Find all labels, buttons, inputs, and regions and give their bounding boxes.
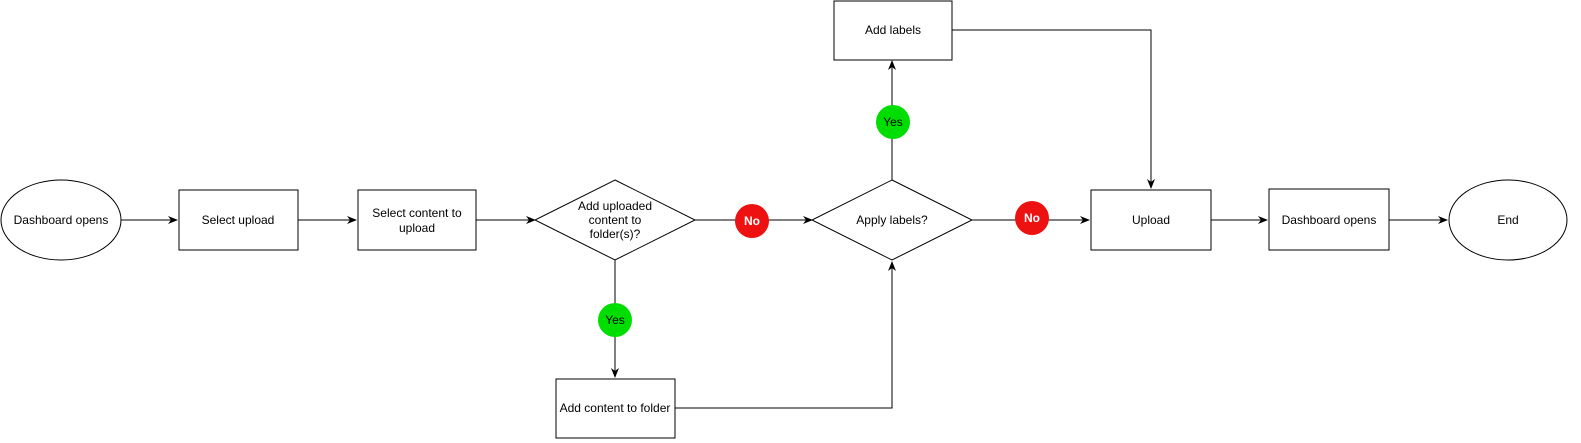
edge-add-content-folder-to-labels-decision: [675, 261, 896, 409]
node-select-upload: Select upload: [178, 189, 299, 251]
decision-labels-label: Apply labels?: [856, 213, 928, 227]
add-content-folder-label: Add content to folder: [560, 401, 671, 415]
node-dashboard-opens: Dashboard opens: [1268, 188, 1390, 251]
edge-add-labels-to-upload: [952, 29, 1155, 189]
select-upload-box: [178, 189, 299, 251]
node-start: Dashboard opens: [0, 179, 122, 261]
select-content-label-line1: Select content to: [372, 206, 462, 220]
upload-box: [1090, 189, 1212, 251]
yes-badge-circle: [598, 303, 632, 337]
node-add-labels: Add labels: [833, 0, 953, 61]
select-content-label-line2: upload: [399, 221, 435, 235]
dashboard-opens-label: Dashboard opens: [1282, 213, 1377, 227]
node-end: End: [1448, 179, 1568, 261]
edges: [121, 29, 1448, 409]
add-content-folder-box: [555, 378, 676, 439]
no-badge-label: No: [1024, 211, 1040, 225]
badge-folder-no: No: [735, 204, 769, 238]
select-content-box: [357, 189, 477, 251]
yes-badge-label: Yes: [883, 115, 903, 129]
node-upload: Upload: [1090, 189, 1212, 251]
select-upload-label: Select upload: [202, 213, 275, 227]
no-badge-circle: [735, 204, 769, 238]
no-badge-label: No: [744, 214, 760, 228]
no-badge-circle: [1015, 201, 1049, 235]
end-label: End: [1497, 213, 1518, 227]
upload-label: Upload: [1132, 213, 1170, 227]
add-labels-box: [833, 0, 953, 61]
node-decision-labels: Apply labels?: [810, 179, 974, 261]
decision-folder-diamond: [533, 179, 697, 261]
end-ellipse: [1448, 179, 1568, 261]
decision-folder-line3: folder(s)?: [590, 227, 641, 241]
node-add-content-folder: Add content to folder: [555, 378, 676, 439]
node-select-content: Select content to upload: [357, 189, 477, 251]
badge-labels-yes: Yes: [876, 105, 910, 139]
yes-badge-circle: [876, 105, 910, 139]
start-label: Dashboard opens: [14, 213, 109, 227]
decision-folder-line2: content to: [589, 213, 642, 227]
decision-labels-diamond: [810, 179, 974, 261]
yes-badge-label: Yes: [605, 313, 625, 327]
add-labels-label: Add labels: [865, 23, 921, 37]
badge-labels-no: No: [1015, 201, 1049, 235]
dashboard-opens-box: [1268, 188, 1390, 251]
start-ellipse: [0, 179, 122, 261]
badge-folder-yes: Yes: [598, 303, 632, 337]
decision-folder-line1: Add uploaded: [578, 199, 652, 213]
node-decision-folder: Add uploaded content to folder(s)?: [533, 179, 697, 261]
